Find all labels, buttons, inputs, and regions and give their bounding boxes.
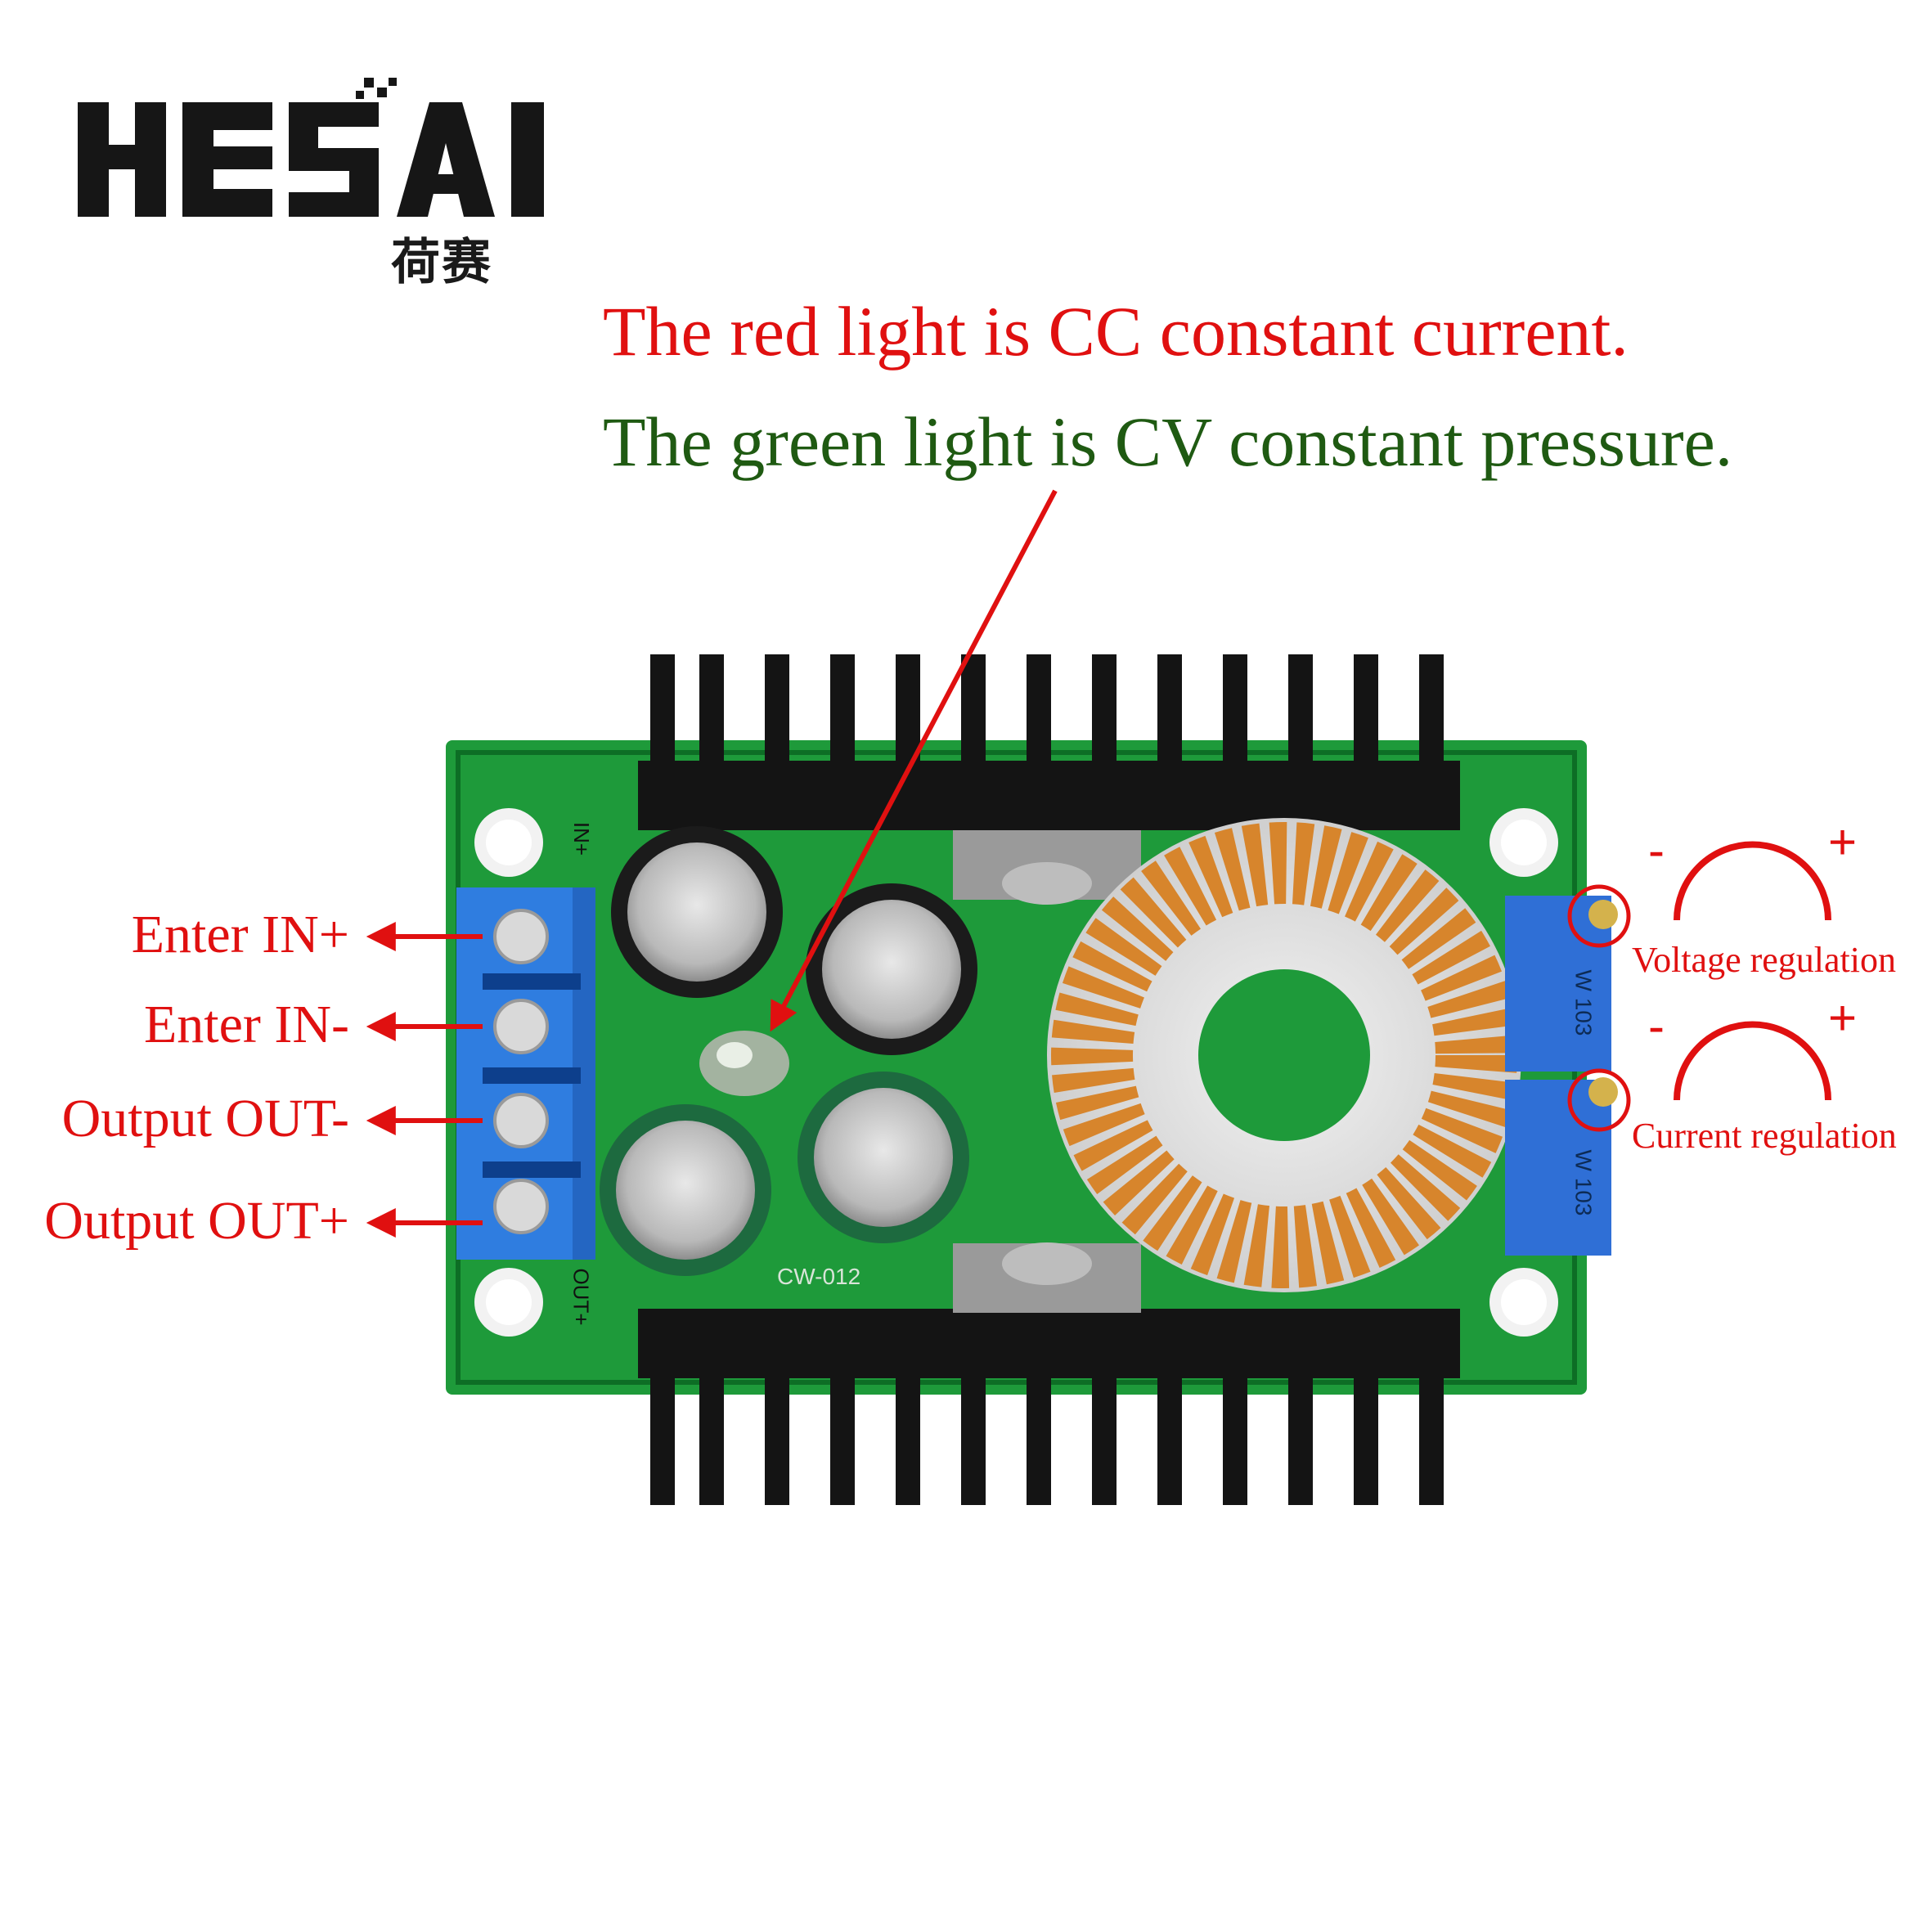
label-enter-in-plus: Enter IN+ [131,905,349,964]
voltage-minus-sign: - [1648,823,1665,878]
label-enter-in-minus: Enter IN- [143,995,349,1054]
current-arc [1674,1021,1831,1101]
terminal-block [456,887,595,1260]
current-plus-sign: + [1828,991,1858,1045]
brand-logo [78,78,544,217]
current-regulation-label: Current regulation [1632,1116,1897,1156]
voltage-plus-sign: + [1828,815,1858,869]
mounting-holes [474,808,1558,1337]
label-output-out-minus: Output OUT- [61,1089,349,1148]
toroid-inductor [1047,818,1521,1292]
bottom-heatsink [638,1309,1460,1505]
voltage-regulation-label: Voltage regulation [1632,940,1896,980]
headline-green: The green light is CV constant pressure. [603,402,1733,481]
pcb-out-mark: OUT+ [568,1268,594,1326]
pcb-pot-code-voltage: W 103 [1570,969,1597,1036]
pcb-pot-code-current: W 103 [1570,1149,1597,1216]
current-pot-highlight [1567,1068,1631,1132]
label-output-out-plus: Output OUT+ [44,1191,349,1251]
voltage-pot-highlight [1567,884,1631,948]
headline-red: The red light is CC constant current. [603,292,1629,371]
current-minus-sign: - [1648,999,1665,1054]
led-pointer-arrow [770,489,1058,1032]
pcb-in-mark: IN+ [569,821,595,856]
capacitors [600,826,977,1276]
pcb-board-code: CW-012 [777,1264,861,1289]
voltage-arc [1674,841,1831,921]
top-heatsink [638,654,1460,830]
brand-subtitle: 荷赛 [391,234,492,291]
potentiometers [1505,896,1618,1256]
